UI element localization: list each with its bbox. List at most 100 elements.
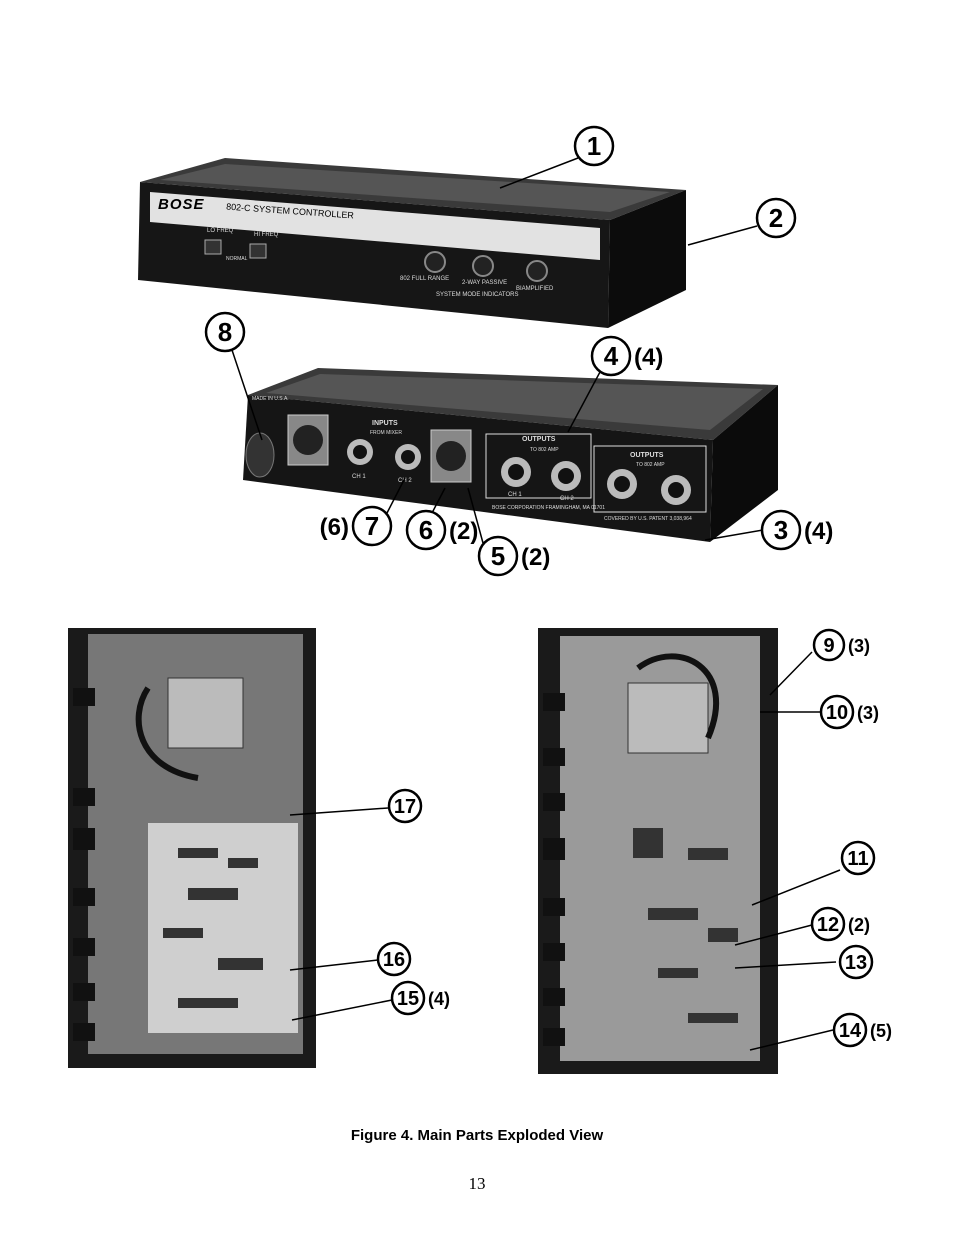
callout-quantity: (2) — [848, 915, 870, 935]
indicator-full-range-label: 802 FULL RANGE — [400, 276, 450, 282]
indicator-2way-label: 2-WAY PASSIVE — [462, 280, 508, 286]
leader-13 — [734, 961, 837, 969]
callout-number: 14 — [839, 1020, 862, 1042]
normal-label: NORMAL — [226, 256, 248, 262]
callout-4: 4 (4) — [590, 335, 663, 377]
callout-15: 15 (4) — [390, 980, 450, 1016]
callout-7: 7 (6) — [320, 505, 393, 547]
front-view-photo — [138, 158, 686, 328]
outputs-label-1: OUTPUTS — [522, 436, 556, 443]
callout-circle — [590, 335, 632, 377]
leader-2 — [687, 225, 758, 246]
callout-17: 17 — [387, 788, 423, 824]
callout-quantity: (3) — [857, 703, 879, 723]
callout-quantity: (5) — [870, 1021, 892, 1041]
callout-number: 7 — [365, 511, 379, 541]
internal-view-left-photo — [68, 628, 316, 1068]
callout-number: 5 — [491, 541, 505, 571]
callout-circle — [387, 788, 423, 824]
made-in-label: MADE IN U.S.A. — [252, 396, 289, 402]
callout-circle — [755, 197, 797, 239]
callout-16: 16 — [376, 941, 412, 977]
callout-circle — [376, 941, 412, 977]
callout-circle — [812, 628, 846, 662]
indicator-biamp-label: BIAMPLIFIED — [516, 286, 554, 292]
leader-6 — [431, 487, 446, 514]
callout-number: 17 — [394, 796, 416, 818]
callout-number: 8 — [218, 317, 232, 347]
callout-number: 2 — [769, 203, 783, 233]
callout-number: 4 — [604, 341, 619, 371]
callout-number: 16 — [383, 949, 405, 971]
callout-1: 1 — [573, 125, 615, 167]
leader-15 — [291, 999, 393, 1021]
callout-circle — [760, 509, 802, 551]
callout-quantity: (4) — [804, 518, 833, 545]
callout-circle — [838, 944, 874, 980]
leader-1 — [499, 157, 579, 189]
callout-12: 12 (2) — [810, 906, 870, 942]
leader-5 — [467, 487, 484, 544]
callout-circle — [573, 125, 615, 167]
callout-9: 9 (3) — [812, 628, 870, 662]
leader-17 — [289, 807, 389, 816]
callout-circle — [810, 906, 846, 942]
callout-10: 10 (3) — [819, 694, 879, 730]
leader-4 — [567, 371, 601, 433]
hi-freq-label: HI FREQ — [254, 232, 279, 238]
outputs-label-2: OUTPUTS — [630, 452, 664, 459]
out-ch2-label: CH 2 — [560, 496, 574, 502]
leader-11 — [751, 869, 841, 906]
callout-circle — [405, 509, 447, 551]
callout-quantity: (3) — [848, 636, 870, 656]
patent-label: COVERED BY U.S. PATENT 3,038,964 — [604, 516, 692, 522]
callout-11: 11 — [840, 840, 876, 876]
callout-number: 11 — [847, 848, 868, 870]
callout-8: 8 — [204, 311, 246, 353]
callout-2: 2 — [755, 197, 797, 239]
callout-number: 6 — [419, 515, 433, 545]
to-amp-label-2: TO 802 AMP — [636, 462, 665, 468]
to-amp-label-1: TO 802 AMP — [530, 447, 559, 453]
in-ch2-label: CH 2 — [398, 478, 412, 484]
callout-5: 5 (2) — [477, 535, 550, 577]
callout-quantity: (2) — [521, 544, 550, 571]
callout-3: 3 (4) — [760, 509, 833, 551]
out-ch1-label: CH 1 — [508, 492, 522, 498]
callout-number: 3 — [774, 515, 788, 545]
callout-number: 15 — [397, 988, 419, 1010]
figure-caption: Figure 4. Main Parts Exploded View — [350, 1127, 604, 1144]
callout-14: 14 (5) — [832, 1012, 892, 1048]
leader-3 — [704, 529, 764, 541]
inputs-label: INPUTS — [372, 420, 398, 427]
leader-12 — [734, 924, 813, 946]
in-ch1-label: CH 1 — [352, 474, 366, 480]
callout-number: 10 — [826, 702, 848, 724]
page-number: 13 — [468, 1174, 486, 1193]
callout-circle — [832, 1012, 868, 1048]
corp-label: BOSE CORPORATION FRAMINGHAM, MA 01701 — [492, 505, 605, 511]
brand-logo: BOSE — [158, 196, 205, 213]
callout-number: 13 — [845, 952, 867, 974]
callout-circle — [477, 535, 519, 577]
callout-circle — [840, 840, 876, 876]
callout-circle — [390, 980, 426, 1016]
callout-number: 1 — [587, 131, 601, 161]
leader-8 — [231, 349, 263, 441]
callout-circle — [204, 311, 246, 353]
indicator-caption: SYSTEM MODE INDICATORS — [436, 292, 519, 298]
callout-quantity: (4) — [428, 989, 450, 1009]
callout-6: 6 (2) — [405, 509, 478, 551]
callout-quantity: (2) — [449, 518, 478, 545]
callout-quantity: (6) — [320, 514, 349, 541]
callout-number: 12 — [817, 914, 839, 936]
callout-quantity: (4) — [634, 344, 663, 371]
leader-9 — [769, 651, 813, 696]
from-mixer-label: FROM MIXER — [370, 430, 402, 436]
callout-number: 9 — [823, 635, 834, 657]
rear-view-photo — [243, 368, 778, 542]
leader-16 — [289, 959, 379, 971]
callout-13: 13 — [838, 944, 874, 980]
leader-14 — [749, 1029, 834, 1051]
